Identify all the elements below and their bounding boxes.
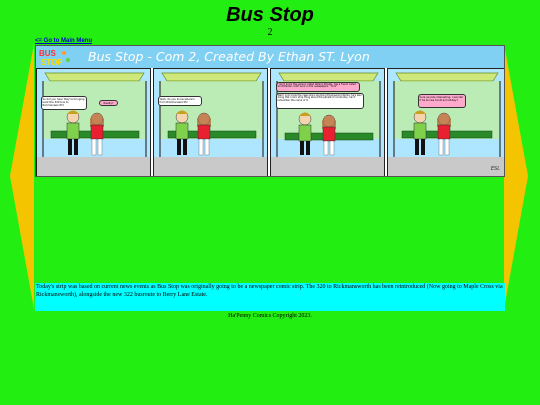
copyright-text: Ha'Penny Comics Copyright 2023. (228, 313, 312, 319)
speech-bubble: Really? (99, 100, 118, 106)
comic-panel-3: I don't know this person called Albany S… (270, 68, 385, 176)
bus-stop-logo: BUS STOP (38, 48, 74, 67)
speech-bubble: So did you hear they're bringing back th… (41, 96, 87, 110)
svg-text:BUS: BUS (39, 49, 57, 58)
comic-panel-2: Yeah, do you know where's from Rickmansw… (153, 68, 268, 176)
speech-bubble: Yeah, do you know where's from Rickmansw… (158, 96, 202, 106)
strip-title: Bus Stop - Com 2, Created By Ethan ST. L… (88, 49, 370, 64)
right-arrow-icon[interactable] (503, 44, 529, 309)
comic-strip: BUS STOP Bus Stop - Com 2, Created By Et… (35, 45, 505, 177)
speech-bubble: I don't know this person called Albany S… (276, 82, 360, 92)
artist-signature: ESL (490, 166, 500, 172)
svg-text:STOP: STOP (41, 58, 63, 66)
comic-panel-4: Sure sounds interesting, I wonder if he … (387, 68, 504, 176)
strip-caption: Today's strip was based on current news … (35, 283, 505, 311)
main-menu-link[interactable]: <= Go to Main Menu (35, 38, 93, 44)
speech-bubble: Sure sounds interesting, I wonder if he … (418, 94, 466, 108)
left-arrow-icon[interactable] (9, 44, 35, 309)
strip-header: BUS STOP Bus Stop - Com 2, Created By Et… (36, 46, 504, 68)
comic-panel-1: So did you hear they're bringing back th… (36, 68, 151, 176)
speech-bubble: Well I only know the news she's studying… (276, 93, 364, 109)
page-number: 2 (267, 27, 273, 38)
page-title: Bus Stop (226, 4, 314, 26)
